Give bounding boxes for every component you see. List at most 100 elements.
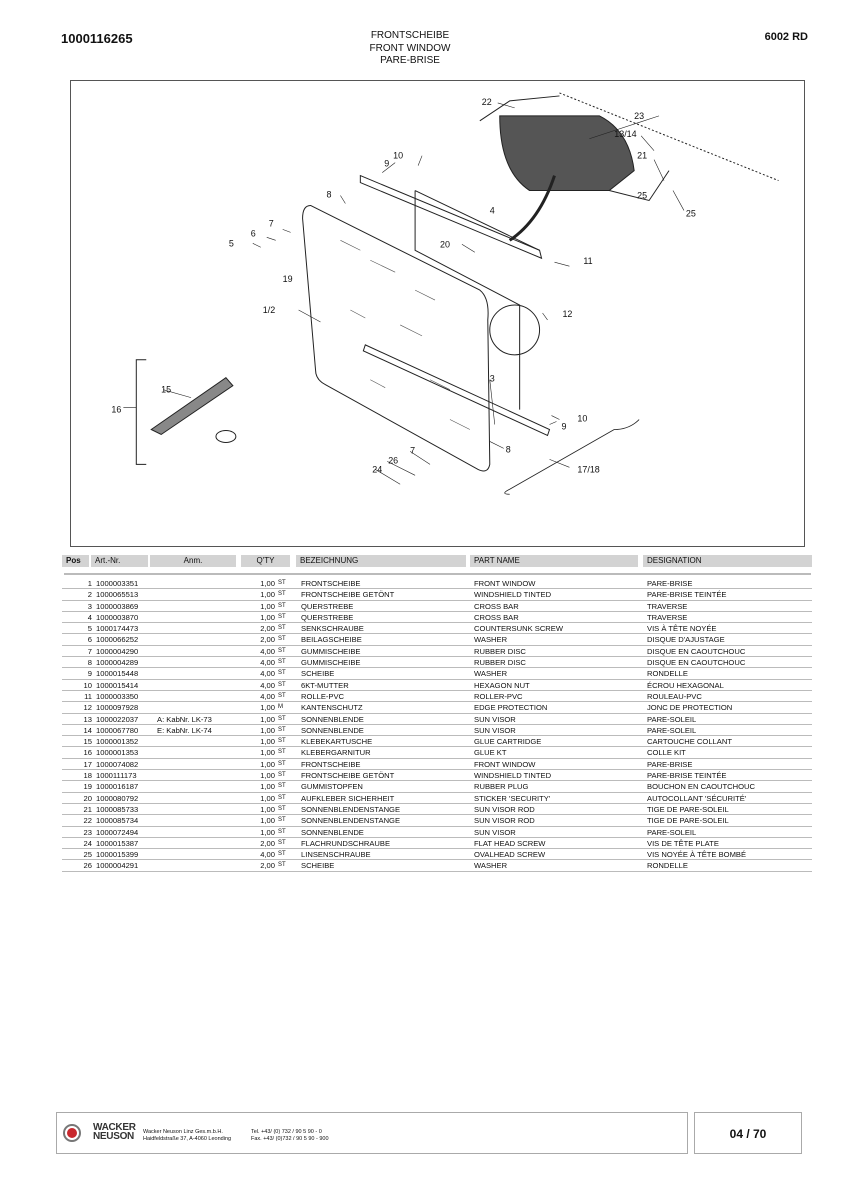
cell-pos: 17 <box>83 759 92 769</box>
cell-unit: ST <box>278 783 286 790</box>
header-anm: Anm. <box>150 555 236 567</box>
title-fr: PARE-BRISE <box>380 55 440 66</box>
edge-protection-detail <box>489 304 541 356</box>
callout-8: 8 <box>506 444 511 454</box>
callout-19: 19 <box>283 274 293 284</box>
cell-en: CROSS BAR <box>474 601 519 611</box>
cell-unit: ST <box>278 613 286 620</box>
callout-22: 22 <box>482 97 492 107</box>
cell-fr: TRAVERSE <box>647 601 688 611</box>
cross-bar-upper <box>359 174 543 260</box>
cell-fr: COLLE KIT <box>647 748 686 758</box>
cell-unit: ST <box>278 625 286 632</box>
arrow <box>508 175 556 242</box>
cell-pos: 19 <box>83 782 92 792</box>
telephone: Tel. +43/ (0) 732 / 90 5 90 - 0 <box>251 1129 322 1135</box>
cell-qty: 4,00 <box>260 669 275 679</box>
cell-en: WASHER <box>474 635 508 645</box>
cell-fr: ÉCROU HEXAGONAL <box>647 680 724 690</box>
cell-art: 1000001352 <box>96 737 139 747</box>
cell-fr: DISQUE EN CAOUTCHOUC <box>647 658 746 668</box>
callout-10: 10 <box>577 414 587 424</box>
cell-unit: ST <box>278 828 286 835</box>
company-name: Wacker Neuson Linz Ges.m.b.H. <box>143 1129 223 1135</box>
cell-art: 1000085734 <box>96 816 139 826</box>
callout-9: 9 <box>561 422 566 432</box>
cell-art: 1000015387 <box>96 838 139 848</box>
cell-qty: 1,00 <box>260 725 275 735</box>
cell-en: RUBBER PLUG <box>474 782 529 792</box>
cell-pos: 21 <box>83 804 92 814</box>
cell-fr: RONDELLE <box>647 669 688 679</box>
cell-art: 1000004289 <box>96 658 139 668</box>
cell-qty: 1,00 <box>260 804 275 814</box>
cell-unit: ST <box>278 805 286 812</box>
cell-de: SONNENBLENDE <box>301 725 364 735</box>
cell-en: WASHER <box>474 669 508 679</box>
callout-23: 23 <box>634 111 644 121</box>
cell-pos: 9 <box>87 669 92 679</box>
callout-1-2: 1/2 <box>263 305 275 315</box>
cell-art: 1000080792 <box>96 793 139 803</box>
cell-de: 6KT-MUTTER <box>301 680 349 690</box>
cell-en: WINDSHIELD TINTED <box>474 590 552 600</box>
cell-de: GUMMISTOPFEN <box>301 782 363 792</box>
windshield <box>302 204 491 472</box>
cell-unit: ST <box>278 580 286 586</box>
cell-en: RUBBER DISC <box>474 646 526 656</box>
cell-unit: ST <box>278 659 286 666</box>
callout-13-14: 13/14 <box>614 129 636 139</box>
callouts: 22 23 13/14 21 25 25 10 9 8 4 7 6 5 20 1… <box>111 97 696 474</box>
cell-pos: 15 <box>83 737 92 747</box>
cell-art: 1000015448 <box>96 669 139 679</box>
exploded-diagram: 22 23 13/14 21 25 25 10 9 8 4 7 6 5 20 1… <box>70 80 805 547</box>
cell-pos: 3 <box>87 601 92 611</box>
cell-art: 1000015414 <box>96 680 139 690</box>
callout-8: 8 <box>326 189 331 199</box>
cell-unit: ST <box>278 772 286 779</box>
cell-art: 1000003351 <box>96 579 139 588</box>
cell-pos: 22 <box>83 816 92 826</box>
cell-qty: 1,00 <box>260 816 275 826</box>
cell-en: RUBBER DISC <box>474 658 526 668</box>
cell-unit: ST <box>278 760 286 767</box>
callout-21: 21 <box>637 151 647 161</box>
cell-de: GUMMISCHEIBE <box>301 646 361 656</box>
cell-pos: 11 <box>84 691 92 701</box>
cell-de: SCHEIBE <box>301 861 335 871</box>
address: Haidfeldstraße 37, A-4060 Leonding <box>143 1136 232 1142</box>
cell-fr: PARE-SOLEIL <box>647 714 697 724</box>
callout-5: 5 <box>229 238 234 248</box>
cell-qty: 1,00 <box>260 793 275 803</box>
cell-en: GLUE CARTRIDGE <box>474 737 542 747</box>
cell-fr: PARE-BRISE <box>647 759 693 769</box>
header-pos: Pos <box>62 555 89 567</box>
cell-pos: 2 <box>87 590 92 600</box>
contact: Tel. +43/ (0) 732 / 90 5 90 - 0 Fax. +43… <box>251 1129 329 1143</box>
cell-de: LINSENSCHRAUBE <box>301 850 371 860</box>
table-header: Pos Art.-Nr. Anm. Q'TY BEZEICHNUNG PART … <box>62 555 812 568</box>
cell-en: STICKER 'SECURITY' <box>474 793 551 803</box>
cell-qty: 4,00 <box>260 646 275 656</box>
cell-en: WASHER <box>474 861 508 871</box>
cell-pos: 20 <box>83 793 92 803</box>
callout-17-18: 17/18 <box>577 464 599 474</box>
cell-fr: AUTOCOLLANT 'SÉCURITÉ' <box>647 793 747 803</box>
cell-fr: CARTOUCHE COLLANT <box>647 737 732 747</box>
cell-art: 1000065513 <box>96 590 139 600</box>
cell-unit: ST <box>278 670 286 677</box>
cell-de: SCHEIBE <box>301 669 335 679</box>
cell-en: FRONT WINDOW <box>474 579 536 588</box>
cell-de: QUERSTREBE <box>301 601 354 611</box>
cell-art: 1000066252 <box>96 635 139 645</box>
cell-pos: 26 <box>83 861 92 871</box>
